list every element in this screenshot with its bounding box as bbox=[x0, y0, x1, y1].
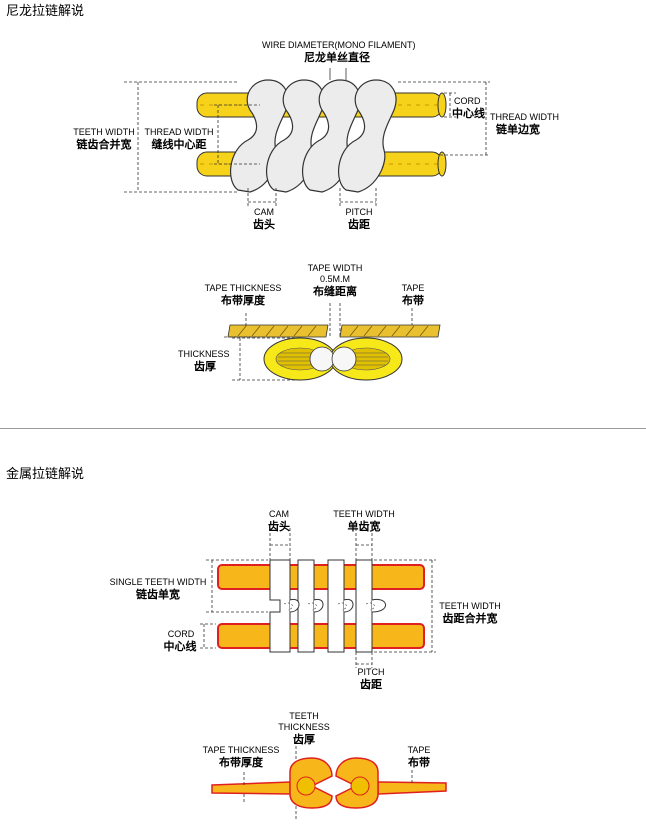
metal-cross-section bbox=[211, 757, 447, 809]
metal-section-dimension-lines bbox=[243, 746, 413, 820]
label-tape-width-cn: 布缝距离 bbox=[313, 285, 357, 298]
label-tape-thickness-cn: 布带厚度 bbox=[221, 294, 265, 307]
label-thickness-cn: 齿厚 bbox=[194, 360, 216, 373]
label-wire-diameter-en: WIRE DIAMETER(MONO FILAMENT) bbox=[262, 40, 416, 50]
label-metal-teeth-width-right-en: TEETH WIDTH bbox=[439, 601, 501, 611]
label-teeth-thickness-en2: THICKNESS bbox=[278, 722, 330, 732]
label-thread-width-right-cn: 链单边宽 bbox=[496, 123, 540, 136]
label-cord-cn: 中心线 bbox=[452, 107, 485, 120]
label-teeth-width-en: TEETH WIDTH bbox=[73, 127, 135, 137]
label-tape-width-value: 0.5M.M bbox=[319, 274, 350, 284]
label-metal-teeth-width-top-cn: 单齿宽 bbox=[347, 520, 381, 533]
label-metal-cam-en: CAM bbox=[269, 509, 289, 519]
label-metal-tape-thickness-en: TAPE THICKNESS bbox=[202, 745, 280, 755]
label-cam-en: CAM bbox=[254, 207, 274, 217]
label-thread-width-left-en: THREAD WIDTH bbox=[144, 127, 214, 137]
metal-teeth-hidden-lines bbox=[283, 602, 375, 611]
label-single-teeth-width-en: SINGLE TEETH WIDTH bbox=[109, 577, 207, 587]
section-title-nylon: 尼龙拉链解说 bbox=[6, 4, 85, 19]
label-teeth-thickness-cn: 齿厚 bbox=[293, 733, 315, 746]
label-cord-en: CORD bbox=[454, 96, 481, 106]
label-wire-diameter-cn: 尼龙单丝直径 bbox=[304, 51, 370, 64]
label-metal-tape-en: TAPE bbox=[407, 745, 431, 755]
label-metal-cam-cn: 齿头 bbox=[268, 520, 290, 533]
label-metal-pitch-en: PITCH bbox=[357, 667, 385, 677]
label-teeth-width-cn: 链齿合并宽 bbox=[76, 138, 132, 151]
metal-teeth bbox=[269, 559, 386, 653]
nylon-section-dimension-lines bbox=[224, 303, 413, 381]
label-metal-teeth-width-top-en: TEETH WIDTH bbox=[333, 509, 395, 519]
wire-diameter-marks bbox=[329, 68, 347, 80]
nylon-coil bbox=[230, 79, 397, 193]
label-metal-cord-cn: 中心线 bbox=[163, 640, 197, 653]
label-tape-cn: 布带 bbox=[402, 294, 424, 307]
label-metal-tape-cn: 布带 bbox=[408, 756, 430, 769]
label-thread-width-right-en: THREAD WIDTH bbox=[490, 112, 559, 122]
section-title-metal: 金属拉链解说 bbox=[6, 467, 85, 482]
section-divider bbox=[0, 428, 646, 429]
label-thread-width-left-cn: 缝线中心距 bbox=[151, 138, 207, 151]
label-tape-thickness-en: TAPE THICKNESS bbox=[204, 283, 282, 293]
label-teeth-thickness-en1: TEETH bbox=[289, 711, 319, 721]
label-tape-en: TAPE bbox=[401, 283, 425, 293]
label-metal-pitch-cn: 齿距 bbox=[360, 678, 382, 691]
nylon-dimension-lines bbox=[124, 81, 490, 206]
label-cam-cn: 齿头 bbox=[253, 218, 275, 231]
label-single-teeth-width-cn: 链齿单宽 bbox=[136, 588, 180, 601]
label-thickness-en: THICKNESS bbox=[178, 349, 230, 359]
label-metal-tape-thickness-cn: 布带厚度 bbox=[219, 756, 263, 769]
nylon-cross-section bbox=[227, 324, 441, 381]
label-metal-teeth-width-right-cn: 齿距合并宽 bbox=[442, 612, 498, 625]
label-metal-cord-en: CORD bbox=[167, 629, 195, 639]
label-pitch-cn: 齿距 bbox=[348, 218, 370, 231]
label-tape-width-en: TAPE WIDTH bbox=[307, 263, 363, 273]
metal-dimension-lines bbox=[200, 528, 436, 668]
label-pitch-en: PITCH bbox=[345, 207, 373, 217]
